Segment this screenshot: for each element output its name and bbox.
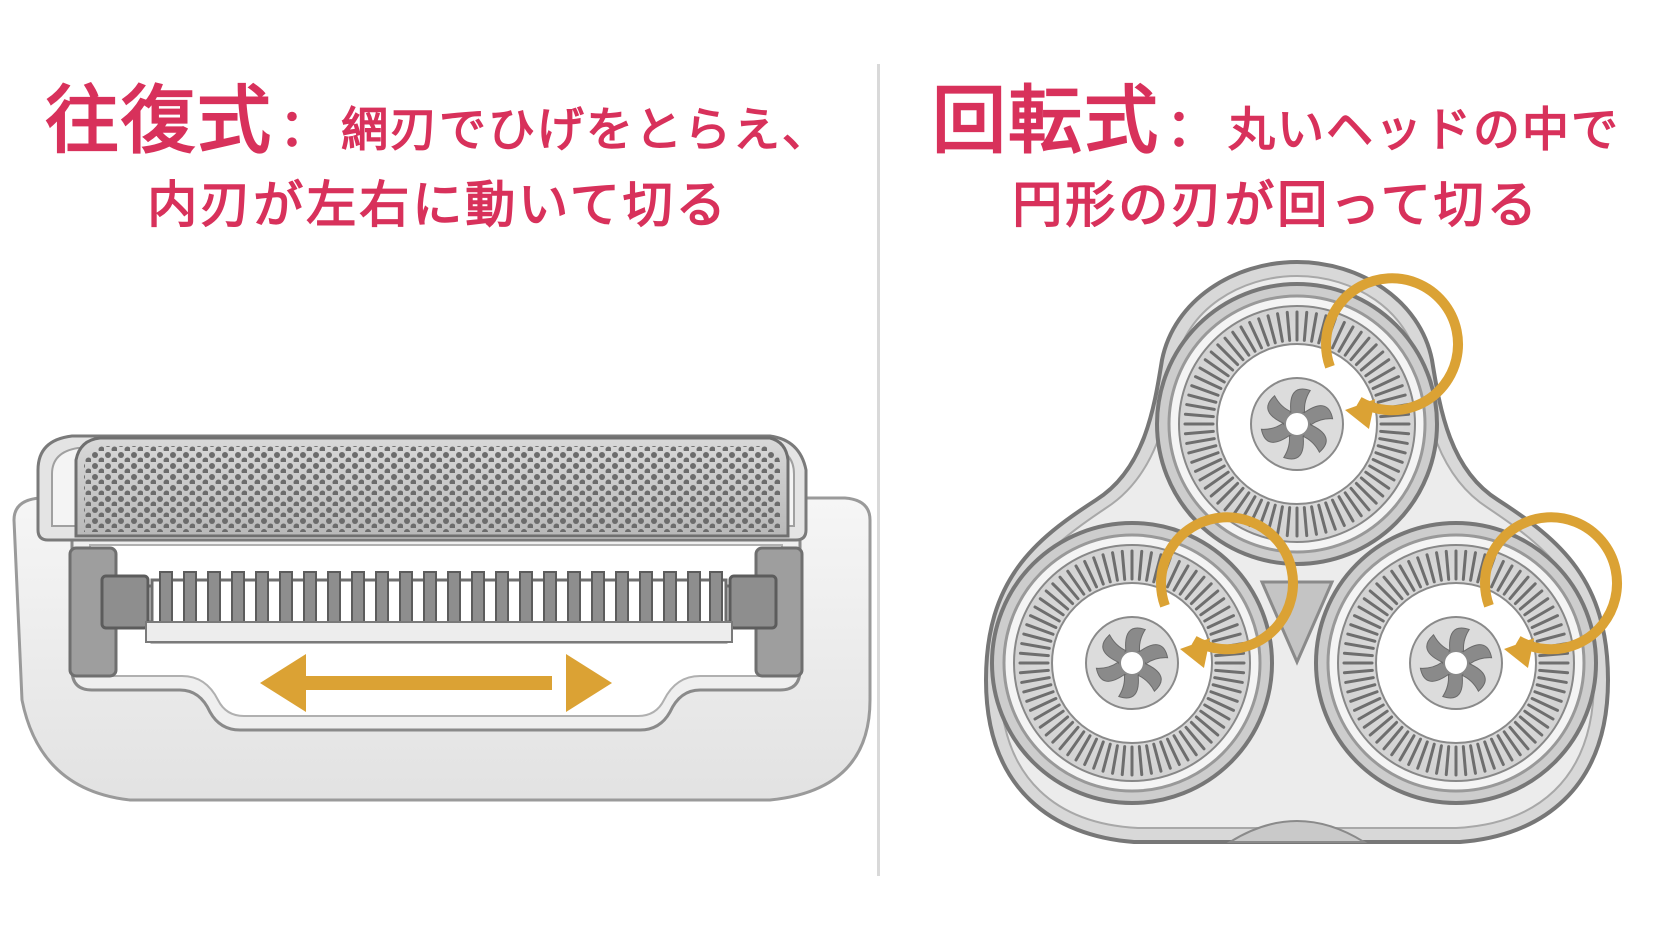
blade-rotor-icon xyxy=(1250,377,1344,471)
circular-arrow-icon xyxy=(1156,512,1298,668)
reciprocating-keyword: 往復式 xyxy=(44,78,273,164)
reciprocating-caption: 往復式：網刃でひげをとらえ、 内刃が左右に動いて切る xyxy=(0,84,876,230)
rotary-separator: ： xyxy=(1165,99,1218,159)
foil-shaver-head-icon xyxy=(12,434,872,802)
rotary-keyword: 回転式 xyxy=(931,78,1160,164)
head-slots xyxy=(1342,549,1570,777)
reciprocating-description-1: 網刃でひげをとらえ、 xyxy=(341,103,831,158)
rotary-heads xyxy=(990,273,1622,805)
reciprocating-separator: ： xyxy=(278,99,331,159)
reciprocating-description-2: 内刃が左右に動いて切る xyxy=(147,176,729,234)
circular-arrow-icon xyxy=(1321,273,1463,429)
head-slots xyxy=(1018,549,1246,777)
head-slots xyxy=(1183,310,1411,538)
reciprocating-caption-line-1: 往復式：網刃でひげをとらえ、 xyxy=(0,84,876,158)
blade-rotor-icon xyxy=(1085,616,1179,710)
rotary-caption: 回転式：丸いヘッドの中で 円形の刃が回って切る xyxy=(880,84,1672,230)
rotary-caption-line-1: 回転式：丸いヘッドの中で xyxy=(880,84,1672,158)
double-arrow-icon xyxy=(260,654,612,712)
rotary-description-1: 丸いヘッドの中で xyxy=(1228,103,1620,158)
panel-divider xyxy=(877,64,880,876)
blade-rotor-icon xyxy=(1409,616,1503,710)
shaving-head-right xyxy=(1314,512,1622,805)
shaving-head-left xyxy=(990,512,1298,805)
rotary-description-2: 円形の刃が回って切る xyxy=(1012,176,1540,234)
circular-arrow-icon xyxy=(1480,512,1622,668)
shaving-head-top xyxy=(1155,273,1463,566)
